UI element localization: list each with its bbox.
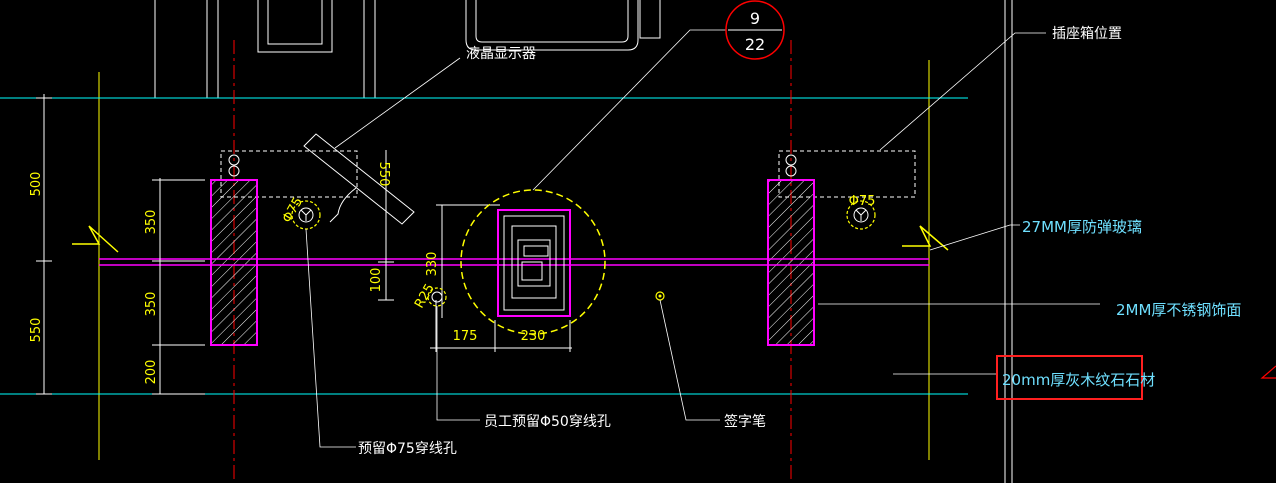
dim-350-top: 350 xyxy=(144,210,159,235)
left-column xyxy=(210,179,258,346)
dim-330: 330 xyxy=(425,252,440,277)
socket-symbols xyxy=(228,154,797,177)
lcd-monitor xyxy=(303,133,415,225)
label-staff-hole: 员工预留Φ50穿线孔 xyxy=(484,414,611,430)
right-column xyxy=(767,179,815,346)
glass-panel xyxy=(99,258,929,266)
dim-350-bottom: 350 xyxy=(144,292,159,317)
yellow-guides xyxy=(98,60,930,460)
dimension-lines xyxy=(36,94,572,395)
label-steel: 2MM厚不锈钢饰面 xyxy=(1116,301,1241,319)
label-socket-box: 插座箱位置 xyxy=(1052,26,1122,42)
leader-lines xyxy=(305,29,1100,448)
dim-230: 230 xyxy=(521,329,546,344)
dim-phi75-right: Φ75 xyxy=(849,194,876,209)
red-centerlines xyxy=(233,40,792,483)
dim-550: 550 xyxy=(376,162,391,187)
dim-left-550: 550 xyxy=(29,318,44,343)
dim-left-500: 500 xyxy=(29,172,44,197)
right-edge-marker xyxy=(1260,365,1276,379)
label-lcd: 液晶显示器 xyxy=(466,46,536,62)
hole-staff-phi50 xyxy=(427,287,447,307)
detail-bubble-top: 9 xyxy=(750,9,760,28)
detail-bubble: 9 22 xyxy=(725,0,785,60)
signing-pad xyxy=(460,189,606,335)
hole-right-phi75 xyxy=(846,200,876,230)
label-hole75: 预留Φ75穿线孔 xyxy=(358,441,457,457)
label-pen: 签字笔 xyxy=(724,413,766,430)
dim-175: 175 xyxy=(453,329,478,344)
top-furniture-outline xyxy=(154,0,661,98)
right-boundary xyxy=(1004,0,1013,483)
dim-200: 200 xyxy=(144,360,159,385)
break-symbols xyxy=(72,225,949,253)
label-stone: 20mm厚灰木纹石石材 xyxy=(1002,371,1155,389)
label-glass: 27MM厚防弹玻璃 xyxy=(1022,218,1142,236)
stone-label-highlight xyxy=(996,355,1143,400)
dim-100: 100 xyxy=(369,268,384,293)
detail-bubble-bottom: 22 xyxy=(745,35,765,54)
